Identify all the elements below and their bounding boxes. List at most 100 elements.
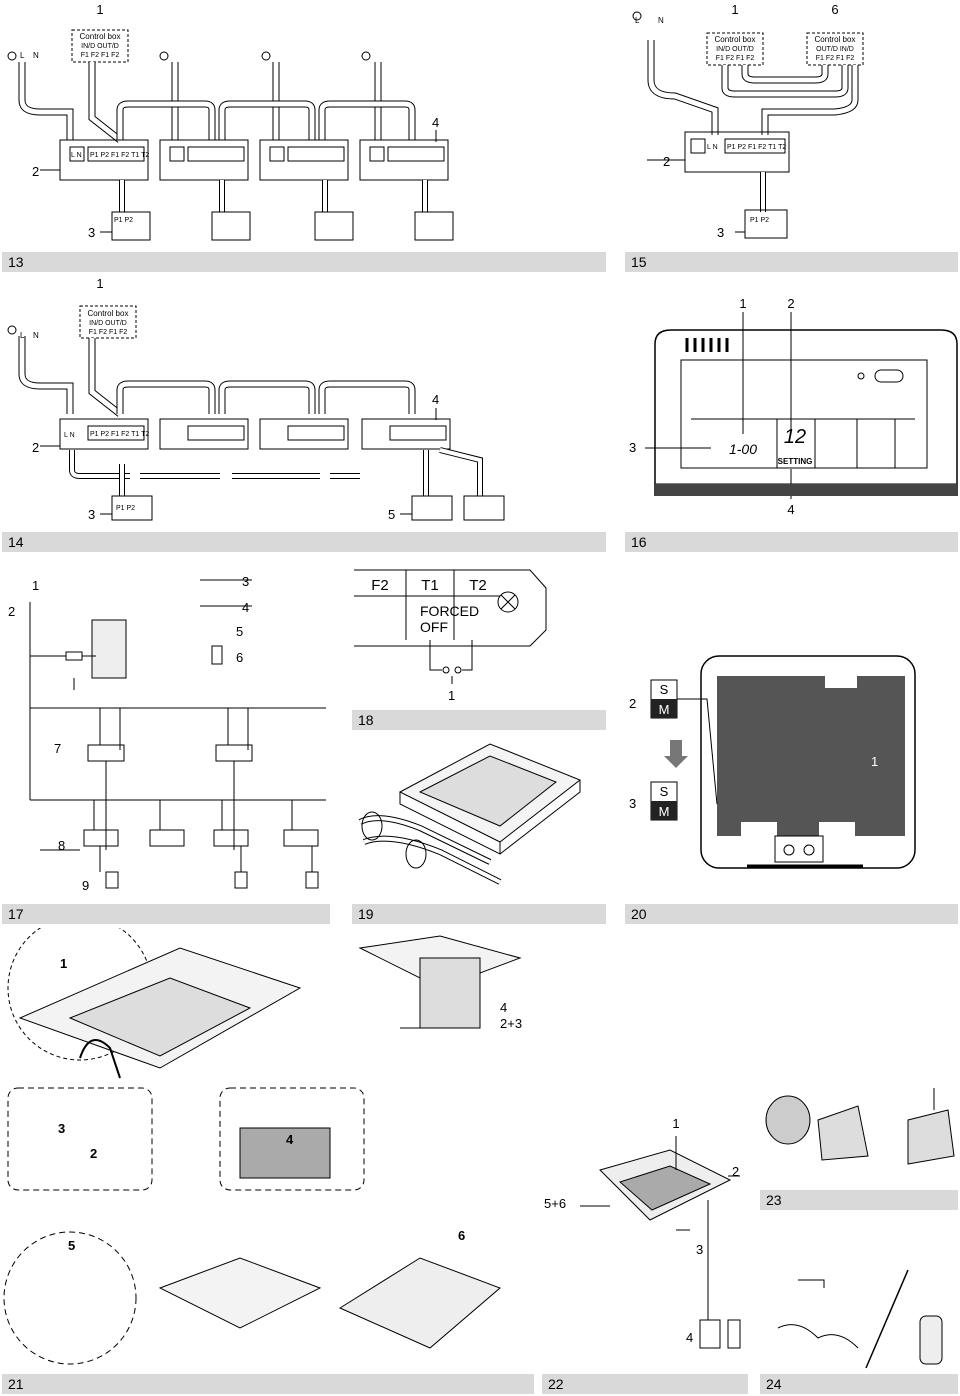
callout-1: 1: [739, 296, 746, 311]
unit-terminals: P1 P2 F1 F2 T1 T2: [90, 431, 149, 438]
callout-4: 4: [432, 115, 439, 130]
caption-20: 20: [625, 904, 958, 924]
callout-9: 9: [82, 878, 89, 893]
mains-n: N: [33, 51, 39, 60]
callout-1: 1: [96, 276, 103, 291]
mains-l: L: [635, 16, 640, 25]
remote-terminals: P1 P2: [750, 217, 769, 224]
figure-14-diagram: 1 2 3 4 5 Control box IN/D OUT/D F1 F2 F…: [7, 276, 505, 522]
step-5: 5: [68, 1238, 75, 1253]
panel-plate: [717, 676, 905, 836]
step-1: 1: [60, 956, 67, 971]
display-value: 12: [784, 426, 806, 448]
callout-5: 5: [388, 507, 395, 522]
terminal-t1: T1: [421, 577, 439, 594]
caption-14: 14: [2, 532, 606, 552]
figure-19-diagram: [358, 743, 581, 885]
switch-s-top: S: [660, 682, 669, 697]
control-box-io: IN/D OUT/D: [81, 43, 119, 50]
display-code: 1-00: [729, 441, 757, 457]
mains-n: N: [33, 331, 39, 340]
callout-3: 3: [242, 574, 249, 589]
callout-2: 2: [8, 604, 15, 619]
figure-15: L N 1 6 2 3 Control box IN/D OUT/D F1 F2…: [625, 0, 960, 252]
callout-2: 2: [663, 154, 670, 169]
control-box-io: IN/D OUT/D: [89, 320, 127, 327]
callout-3: 3: [696, 1242, 703, 1257]
callout-4: 4: [686, 1330, 693, 1345]
control-box-title: Control box: [80, 32, 121, 41]
figure-16: 1 2 3 4 1-00 12 SETTING: [625, 274, 960, 532]
figure-16-diagram: 1 2 3 4 1-00 12 SETTING: [629, 296, 958, 517]
callout-1: 1: [448, 688, 455, 703]
control-box-title: Control box: [88, 309, 129, 318]
terminal-f2: F2: [371, 577, 389, 594]
box6-title: Control box: [815, 35, 856, 44]
caption-18: 18: [352, 710, 606, 730]
unit-ln: L N: [64, 432, 75, 439]
callout-4: 4: [242, 600, 249, 615]
arrow-down-icon: [664, 740, 688, 768]
callout-5: 5: [236, 624, 243, 639]
step-4: 4: [286, 1132, 294, 1147]
figure-17: 1 2 3 4 5 6 7 8 9: [0, 560, 335, 902]
remote-terminals: P1 P2: [114, 217, 133, 224]
figure-14: 1 2 3 4 5 Control box IN/D OUT/D F1 F2 F…: [0, 274, 610, 532]
remote-terminals: P1 P2: [116, 505, 135, 512]
display-base: [655, 484, 957, 496]
callout-5-6: 5+6: [544, 1196, 566, 1211]
control-box-ports: F1 F2 F1 F2: [81, 52, 120, 59]
figure-13-diagram: 1 2 3 4 Control box IN/D OUT/D F1 F2 F1 …: [7, 2, 454, 241]
box1-ports: F1 F2 F1 F2: [716, 55, 755, 62]
figure-20: 1 2 3 S M S M: [625, 640, 960, 902]
figure-24: [758, 1258, 960, 1374]
figure-24-diagram: [777, 1269, 943, 1369]
callout-2-3: 2+3: [500, 1016, 522, 1031]
caption-19: 19: [352, 904, 606, 924]
callout-7: 7: [54, 741, 61, 756]
callout-1: 1: [871, 754, 878, 769]
mains-group: [7, 51, 371, 61]
unit-terminals: P1 P2 F1 F2 T1 T2: [727, 144, 786, 151]
switch-s-bottom: S: [660, 784, 669, 799]
figure-22-diagram: 1 2 3 4 5+6: [544, 1116, 741, 1349]
figure-17-diagram: 1 2 3 4 5 6 7 8 9: [8, 574, 326, 893]
callout-1: 1: [731, 2, 738, 17]
step-2: 2: [90, 1146, 97, 1161]
caption-13: 13: [2, 252, 606, 272]
figure-21-diagram: 4 2+3 1 2 3 4 5 6: [3, 928, 522, 1365]
callout-2: 2: [32, 440, 39, 455]
vent-slots: [685, 338, 729, 352]
callout-4: 4: [500, 1000, 507, 1015]
figure-15-diagram: L N 1 6 2 3 Control box IN/D OUT/D F1 F2…: [632, 2, 864, 240]
callout-3: 3: [88, 225, 95, 240]
callout-1: 1: [672, 1116, 679, 1131]
unit-terminals: P1 P2 F1 F2 T1 T2: [90, 152, 149, 159]
forced-label: FORCED: [420, 603, 479, 619]
terminal-t2: T2: [469, 577, 487, 594]
callout-4: 4: [432, 392, 439, 407]
mains-l: L: [20, 331, 25, 340]
caption-22: 22: [542, 1374, 748, 1394]
caption-17: 17: [2, 904, 330, 924]
callout-2: 2: [629, 696, 636, 711]
caption-24: 24: [760, 1374, 958, 1394]
caption-16: 16: [625, 532, 958, 552]
callout-6: 6: [831, 2, 838, 17]
callout-3: 3: [717, 225, 724, 240]
figure-13: 1 2 3 4 Control box IN/D OUT/D F1 F2 F1 …: [0, 0, 610, 252]
callout-2: 2: [32, 164, 39, 179]
figure-23-diagram: [765, 1088, 955, 1165]
figure-20-diagram: 1 2 3 S M S M: [629, 655, 916, 869]
figure-22: 1 2 3 4 5+6: [540, 1110, 750, 1374]
step-3: 3: [58, 1121, 65, 1136]
callout-1: 1: [32, 578, 39, 593]
callout-3: 3: [629, 440, 636, 455]
figure-23: [758, 1080, 960, 1188]
box6-ports: F1 F2 F1 F2: [816, 55, 855, 62]
box1-io: IN/D OUT/D: [716, 46, 754, 53]
figure-21: 4 2+3 1 2 3 4 5 6: [0, 928, 540, 1374]
callout-3: 3: [88, 507, 95, 522]
callout-2: 2: [787, 296, 794, 311]
caption-21: 21: [2, 1374, 534, 1394]
